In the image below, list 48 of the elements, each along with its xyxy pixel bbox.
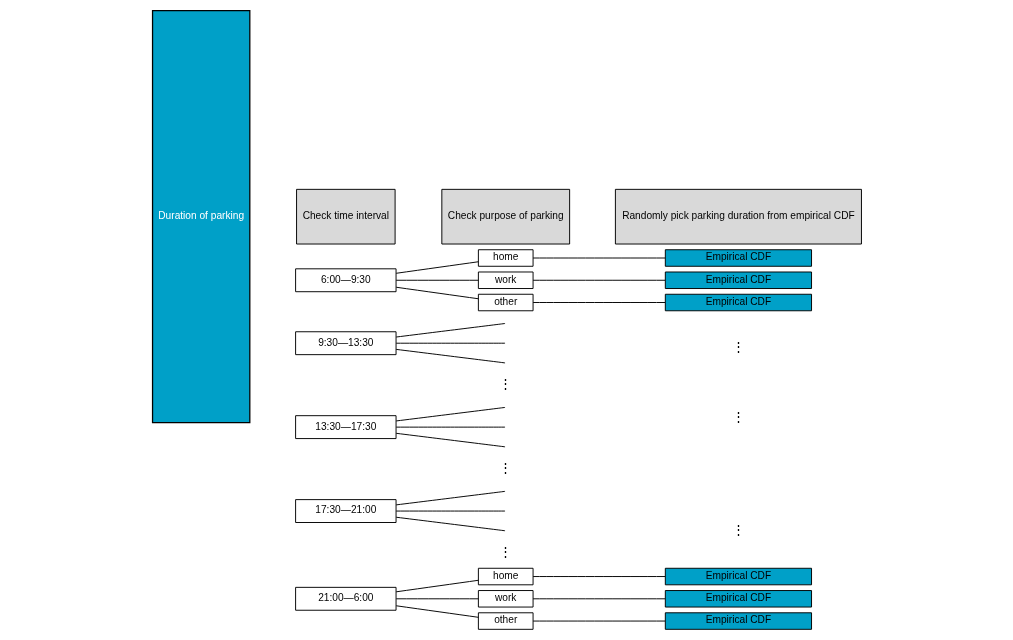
connector (395, 261, 479, 274)
node-box: 9:30—13:30 (294, 331, 397, 356)
connector (395, 323, 506, 338)
connector (395, 279, 479, 281)
connector (395, 516, 506, 532)
label: ⋮ (498, 460, 512, 476)
connector (395, 510, 506, 512)
node-box: Randomly pick parking duration from empirical CDF (614, 188, 862, 245)
node-box: Empirical CDF (664, 293, 812, 312)
connector (395, 406, 506, 422)
node-box: Duration of parking (151, 10, 250, 424)
connector (395, 579, 479, 593)
connector (395, 426, 506, 428)
connector (395, 432, 506, 448)
node-box: Empirical CDF (664, 590, 812, 608)
connector (395, 348, 506, 364)
node-box: work (477, 271, 534, 289)
node-box: other (477, 612, 534, 630)
connector (532, 620, 666, 622)
node-box: Empirical CDF (664, 567, 812, 586)
connector (395, 605, 479, 618)
label: ⋮ (498, 376, 512, 392)
connector (532, 598, 666, 600)
node-box: 6:00—9:30 (294, 268, 397, 293)
connector (532, 576, 666, 577)
node-box: 13:30—17:30 (294, 415, 397, 440)
connector (532, 257, 666, 259)
connector (395, 342, 506, 344)
node-box: 21:00—6:00 (294, 586, 397, 611)
label: ⋮ (731, 339, 745, 355)
connector (395, 598, 479, 600)
connector (532, 302, 666, 303)
label: ⋮ (498, 544, 512, 560)
label: ⋮ (731, 521, 745, 537)
node-box: Check purpose of parking (440, 188, 570, 245)
connector (395, 286, 479, 300)
node-box: home (477, 249, 534, 267)
node-box: Check time interval (295, 188, 396, 245)
node-box: 17:30—21:00 (294, 499, 397, 523)
connector (395, 490, 506, 506)
node-box: other (477, 293, 534, 312)
node-box: Empirical CDF (664, 612, 812, 630)
node-box: home (477, 567, 534, 586)
label: ⋮ (731, 408, 745, 424)
node-box: work (477, 590, 534, 608)
node-box: Empirical CDF (664, 249, 812, 267)
node-box: Empirical CDF (664, 271, 812, 289)
connector (532, 279, 666, 281)
